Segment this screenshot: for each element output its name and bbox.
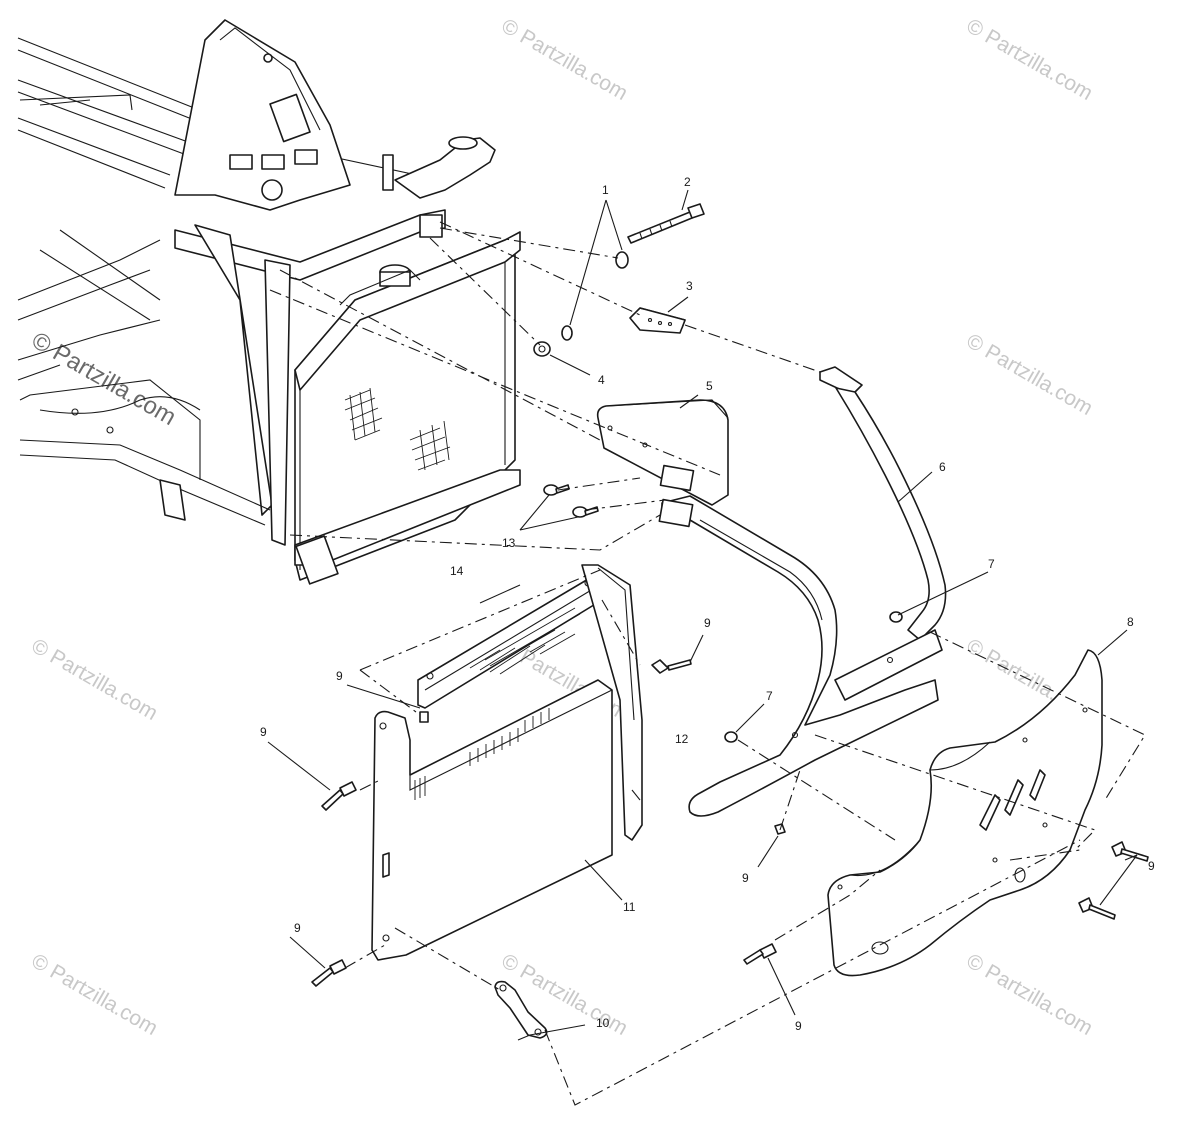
callout-labels: 1 2 3 4 5 6 7 7 8 9 9 9 9 9 9 9 9 10 11 …	[260, 175, 1155, 1033]
radiator-core-hatching	[344, 387, 451, 471]
part-4-nut	[533, 341, 551, 357]
callout-8: 8	[1127, 615, 1134, 629]
callout-9-c: 9	[260, 725, 267, 739]
watermark-text: © Partzilla.com	[498, 14, 632, 105]
callout-7-lower: 7	[766, 689, 773, 703]
callout-9-b: 9	[336, 669, 343, 683]
watermark-text: © Partzilla.com	[27, 327, 181, 431]
part-3-spacer	[629, 307, 686, 334]
part-2-bolt	[627, 203, 705, 244]
callout-4: 4	[598, 373, 605, 387]
part-8-skid-plate	[827, 649, 1103, 977]
callout-3: 3	[686, 279, 693, 293]
callout-9-a: 9	[704, 616, 711, 630]
callout-13: 13	[502, 536, 516, 550]
part-9-fasteners	[311, 659, 1149, 987]
watermark-text: © Partzilla.com	[28, 634, 162, 725]
part-12-side-panel	[581, 564, 643, 841]
part-10-bracket	[494, 980, 548, 1039]
callout-7-upper: 7	[988, 557, 995, 571]
watermark-text: © Partzilla.com	[963, 14, 1097, 105]
callout-9-f: 9	[795, 1019, 802, 1033]
callout-9-g: 9	[1148, 859, 1155, 873]
callout-1: 1	[602, 183, 609, 197]
callout-6: 6	[939, 460, 946, 474]
leader-lines	[267, 189, 1138, 1041]
part-5-pad	[596, 399, 729, 506]
watermark-text: © Partzilla.com	[28, 949, 162, 1040]
shroud-louvres	[414, 708, 550, 800]
callout-11: 11	[623, 900, 636, 914]
callout-9-d: 9	[294, 921, 301, 935]
callout-2: 2	[684, 175, 691, 189]
assembly-lines	[269, 221, 1146, 1106]
radiator	[294, 231, 521, 585]
callout-10: 10	[596, 1016, 610, 1030]
chassis-frame	[17, 19, 496, 546]
part-1-washers	[561, 251, 629, 341]
part-6-bumper	[658, 366, 947, 817]
part-13-fasteners	[543, 484, 599, 518]
callout-12: 12	[675, 732, 689, 746]
callout-14: 14	[450, 564, 464, 578]
part-11-shroud	[371, 679, 613, 961]
top-panel-louvres	[469, 607, 581, 675]
part-7-washers	[724, 611, 903, 743]
watermark-text: © Partzilla.com	[963, 329, 1097, 420]
callout-5: 5	[706, 379, 713, 393]
callout-9-e: 9	[742, 871, 749, 885]
watermark-text: © Partzilla.com	[963, 949, 1097, 1040]
